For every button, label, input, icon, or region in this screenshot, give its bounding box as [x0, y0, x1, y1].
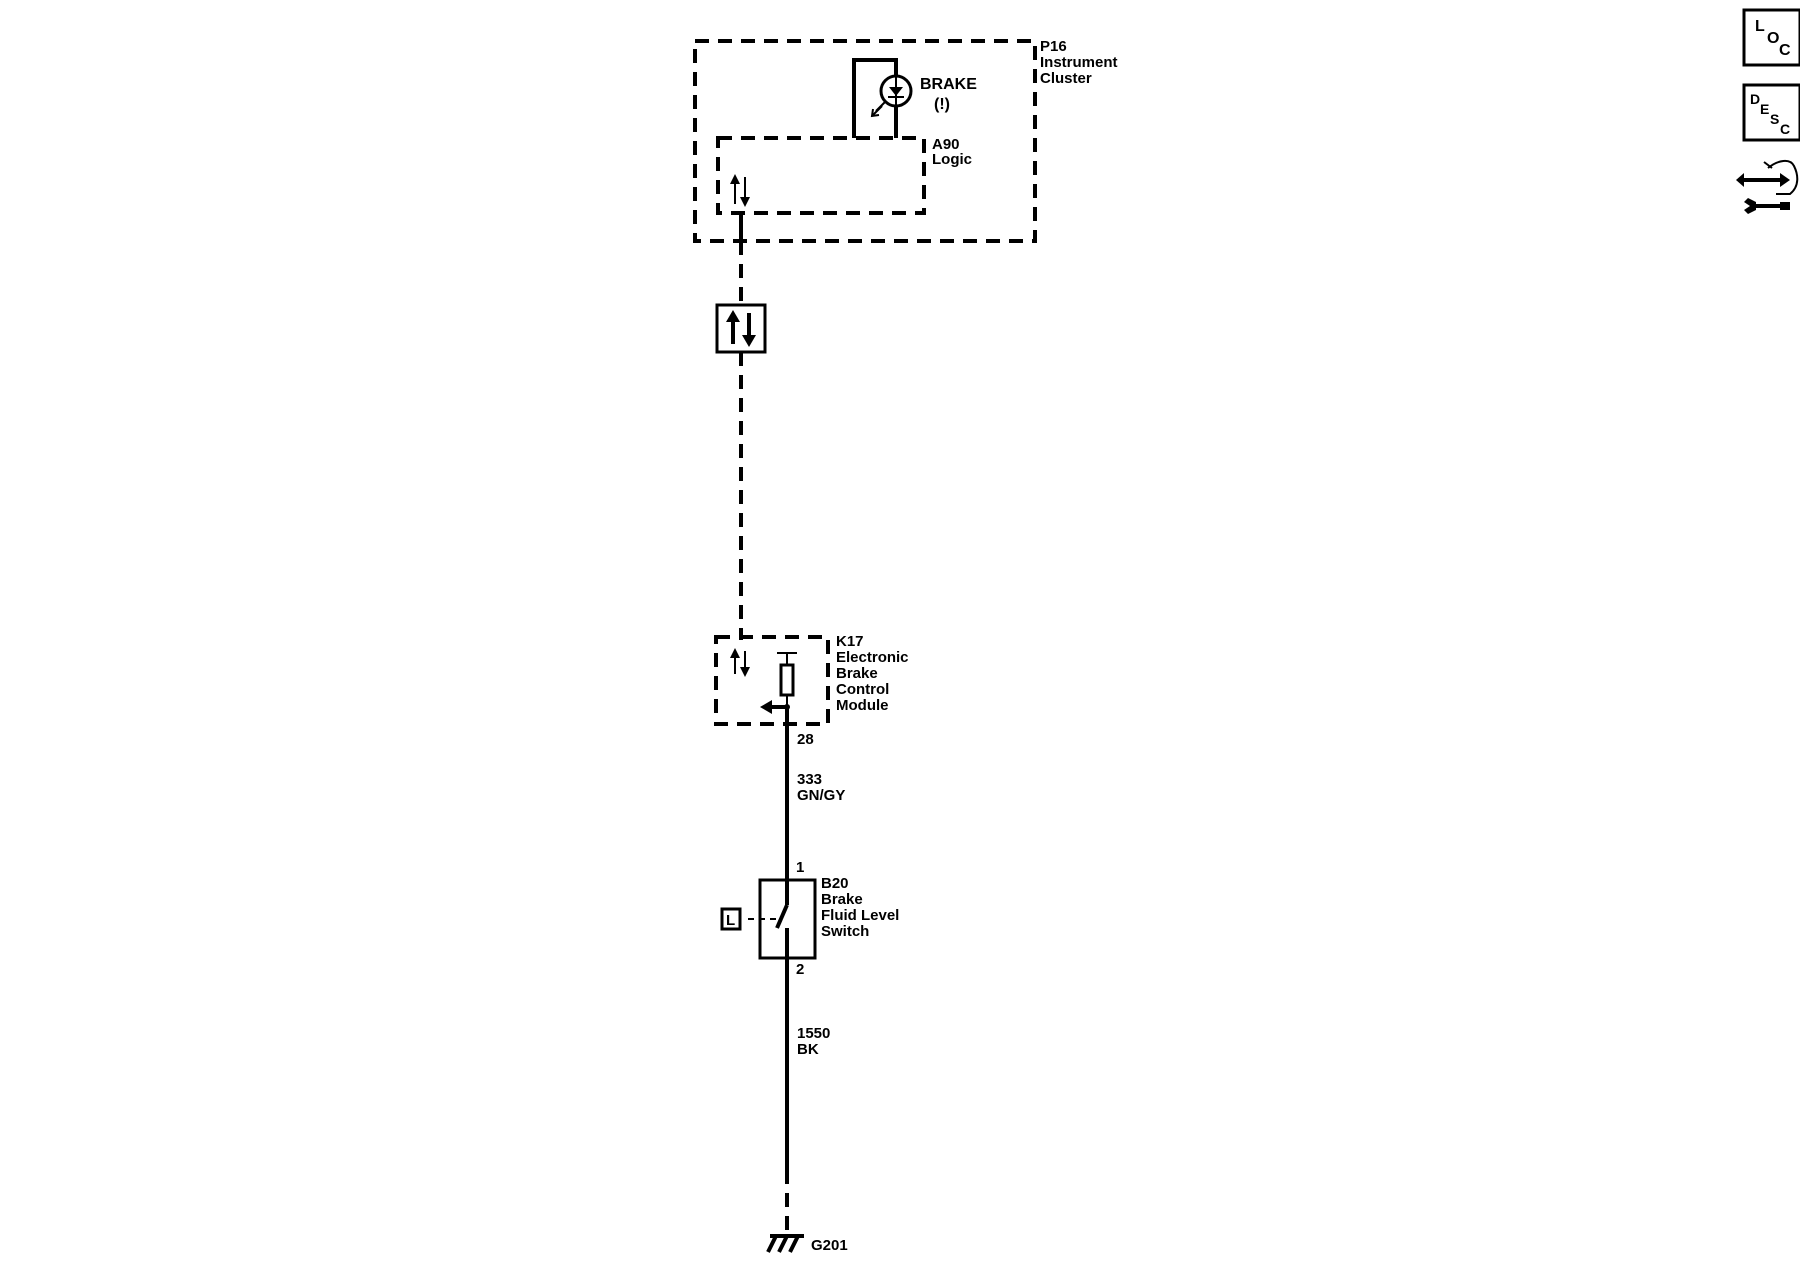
k17-outline [714, 635, 830, 726]
a90-name: Logic [932, 151, 972, 168]
b20-loc-tag-letter: L [726, 912, 735, 929]
hand-wrench-icon[interactable] [1736, 160, 1799, 214]
k17-name-line2: Brake [836, 665, 878, 682]
p16-outline [693, 39, 1037, 243]
serial-data-symbol-icon [715, 303, 767, 354]
wire-333-circuit: 333 [797, 771, 822, 788]
p16-name-line2: Cluster [1040, 70, 1092, 87]
ground-symbol-icon [766, 1234, 804, 1253]
a90-data-arrows-icon [730, 174, 750, 207]
desc-button[interactable]: D E S C [1742, 83, 1800, 142]
k17-name-line3: Control [836, 681, 889, 698]
a90-id: A90 [932, 136, 960, 153]
p16-name-line1: Instrument [1040, 54, 1118, 71]
brake-lamp: BRAKE (!) [852, 58, 977, 138]
k17-ebcm: K17 Electronic Brake Control Module 28 [714, 633, 909, 748]
loc-letter-o: O [1767, 30, 1779, 47]
desc-letter-c: C [1780, 121, 1790, 137]
b20-brake-fluid-level-switch: 1 L B20 Brake Fluid Level Switch 2 [720, 859, 899, 978]
a90-outline [716, 136, 926, 215]
desc-letter-s: S [1770, 111, 1779, 127]
b20-name-line2: Fluid Level [821, 907, 899, 924]
wire-1550: 1550 BK [785, 958, 830, 1232]
wire-1550-circuit: 1550 [797, 1025, 830, 1042]
serial-data-line [715, 213, 767, 640]
b20-name-line1: Brake [821, 891, 863, 908]
loc-button[interactable]: L O C [1742, 8, 1800, 67]
b20-name-line3: Switch [821, 923, 869, 940]
k17-input-arrow-icon [760, 700, 787, 714]
wire-333-color: GN/GY [797, 787, 845, 804]
desc-icon[interactable] [1742, 83, 1800, 142]
p16-instrument-cluster: P16 Instrument Cluster BRAKE (!) A90 Log… [693, 38, 1118, 243]
b20-pin-bottom: 2 [796, 961, 804, 978]
brake-lamp-label: BRAKE [920, 76, 977, 93]
hand-tool-button[interactable] [1736, 160, 1799, 214]
b20-loc-tag: L [720, 907, 742, 931]
k17-data-arrows-icon [730, 648, 750, 677]
loc-letter-l: L [1755, 18, 1765, 35]
loc-icon[interactable] [1742, 8, 1800, 67]
p16-id: P16 [1040, 38, 1067, 55]
desc-letter-d: D [1750, 91, 1760, 107]
k17-name-line4: Module [836, 697, 889, 714]
wire-1550-color: BK [797, 1041, 819, 1058]
wire-333: 333 GN/GY [785, 707, 845, 880]
k17-pin: 28 [797, 731, 814, 748]
loc-letter-c: C [1779, 42, 1791, 59]
b20-id: B20 [821, 875, 849, 892]
b20-pin-top: 1 [796, 859, 804, 876]
k17-pullup-resistor-icon [777, 652, 797, 710]
a90-logic: A90 Logic [716, 136, 972, 215]
g201-ground: G201 [766, 1234, 848, 1254]
k17-name-line1: Electronic [836, 649, 909, 666]
k17-id: K17 [836, 633, 864, 650]
g201-id: G201 [811, 1237, 848, 1254]
brake-lamp-symbol: (!) [934, 96, 950, 113]
desc-letter-e: E [1760, 101, 1769, 117]
